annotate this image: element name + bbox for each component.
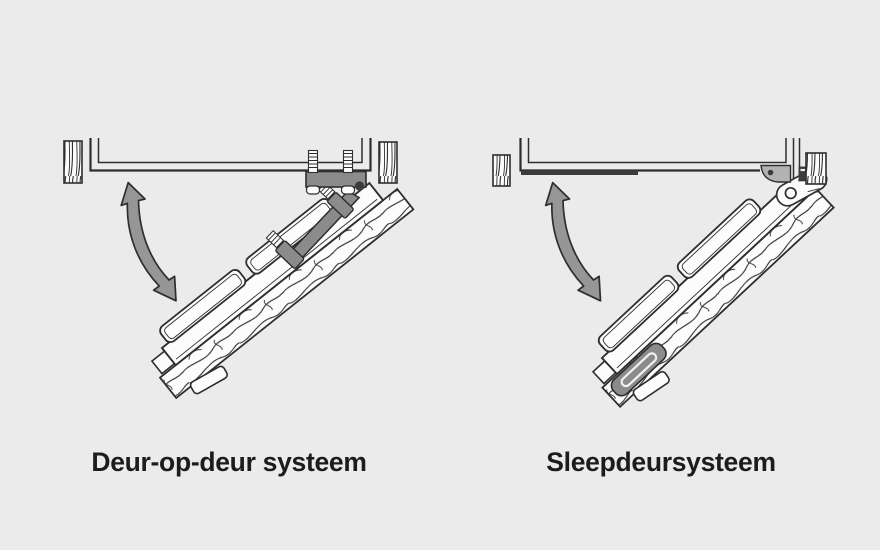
cabinet-inner-line bbox=[527, 138, 787, 164]
swing-arrow-icon bbox=[120, 181, 177, 302]
cabinet-frame bbox=[519, 138, 801, 186]
cabinet-outer-line bbox=[519, 138, 760, 172]
diagram-deur-op-deur: Deur-op-deur systeem bbox=[63, 138, 415, 477]
inner-door-panel-lower bbox=[159, 268, 247, 344]
hinge-clamp-lower bbox=[275, 240, 305, 269]
mounting-screw-right bbox=[340, 149, 356, 195]
inner-door-panel-lower bbox=[597, 274, 680, 353]
screw-head bbox=[354, 181, 365, 191]
door-foot-tab bbox=[632, 370, 670, 402]
hinge-screw-lower bbox=[265, 230, 285, 249]
pivot-hole bbox=[784, 186, 797, 200]
appliance-door-slab bbox=[600, 179, 809, 376]
door-assembly bbox=[150, 181, 415, 400]
cabinet-inner-line bbox=[97, 138, 363, 164]
furniture-front-panel bbox=[158, 187, 415, 400]
door-face-line bbox=[175, 198, 378, 360]
door-assembly bbox=[591, 167, 835, 409]
swing-arrow-icon bbox=[544, 181, 602, 302]
slide-rail bbox=[610, 342, 667, 397]
pivot-pin-clip bbox=[798, 166, 807, 181]
hinge-clamp-upper bbox=[327, 192, 354, 219]
mounting-screw-left bbox=[305, 149, 321, 195]
diagram-label-left: Deur-op-deur systeem bbox=[91, 447, 366, 477]
wall-section-right bbox=[805, 152, 827, 185]
wall-section-right bbox=[378, 141, 398, 184]
hinge-mounting-plate bbox=[305, 170, 367, 188]
cabinet-outer-line bbox=[89, 138, 372, 172]
fitting-screw bbox=[767, 169, 774, 176]
door-foot-tab bbox=[189, 365, 228, 395]
slide-rail-slot bbox=[620, 352, 658, 388]
inner-door-panel-upper bbox=[676, 198, 762, 279]
pivot-corner-fitting bbox=[760, 164, 792, 183]
diagram-sleepdeur: Sleepdeursysteem bbox=[492, 138, 835, 477]
diagram-label-right: Sleepdeursysteem bbox=[546, 447, 775, 477]
wall-section-left bbox=[63, 140, 83, 184]
wall-section-left bbox=[492, 154, 511, 187]
cabinet-frame bbox=[89, 138, 372, 172]
door-face-line bbox=[616, 195, 802, 369]
